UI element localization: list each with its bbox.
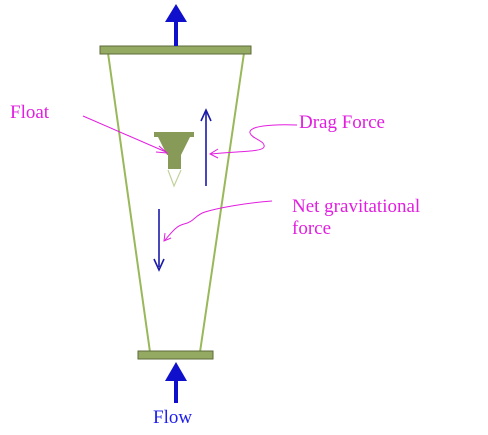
net-gravitational-force-leader (163, 200, 273, 242)
flow-label: Flow (153, 407, 193, 428)
arrow-down-icon (153, 209, 165, 272)
top-plate (99, 45, 252, 55)
arrow-up-icon (165, 4, 187, 46)
bottom-plate (137, 350, 214, 360)
float-label: Float (10, 102, 50, 123)
tube-left-wall (107, 52, 151, 353)
net-gravitational-force-label: Net gravitational force (292, 196, 420, 240)
tube-right-wall (199, 52, 245, 353)
net-gravitational-label-line1: Net gravitational (292, 196, 421, 217)
float (154, 132, 194, 188)
arrow-up-icon (165, 362, 187, 403)
drag-force-label: Drag Force (299, 112, 385, 133)
float-leader (82, 115, 169, 154)
net-gravitational-label-line2: force (292, 218, 332, 239)
arrow-up-icon (200, 108, 212, 186)
drag-force-leader (208, 124, 298, 159)
